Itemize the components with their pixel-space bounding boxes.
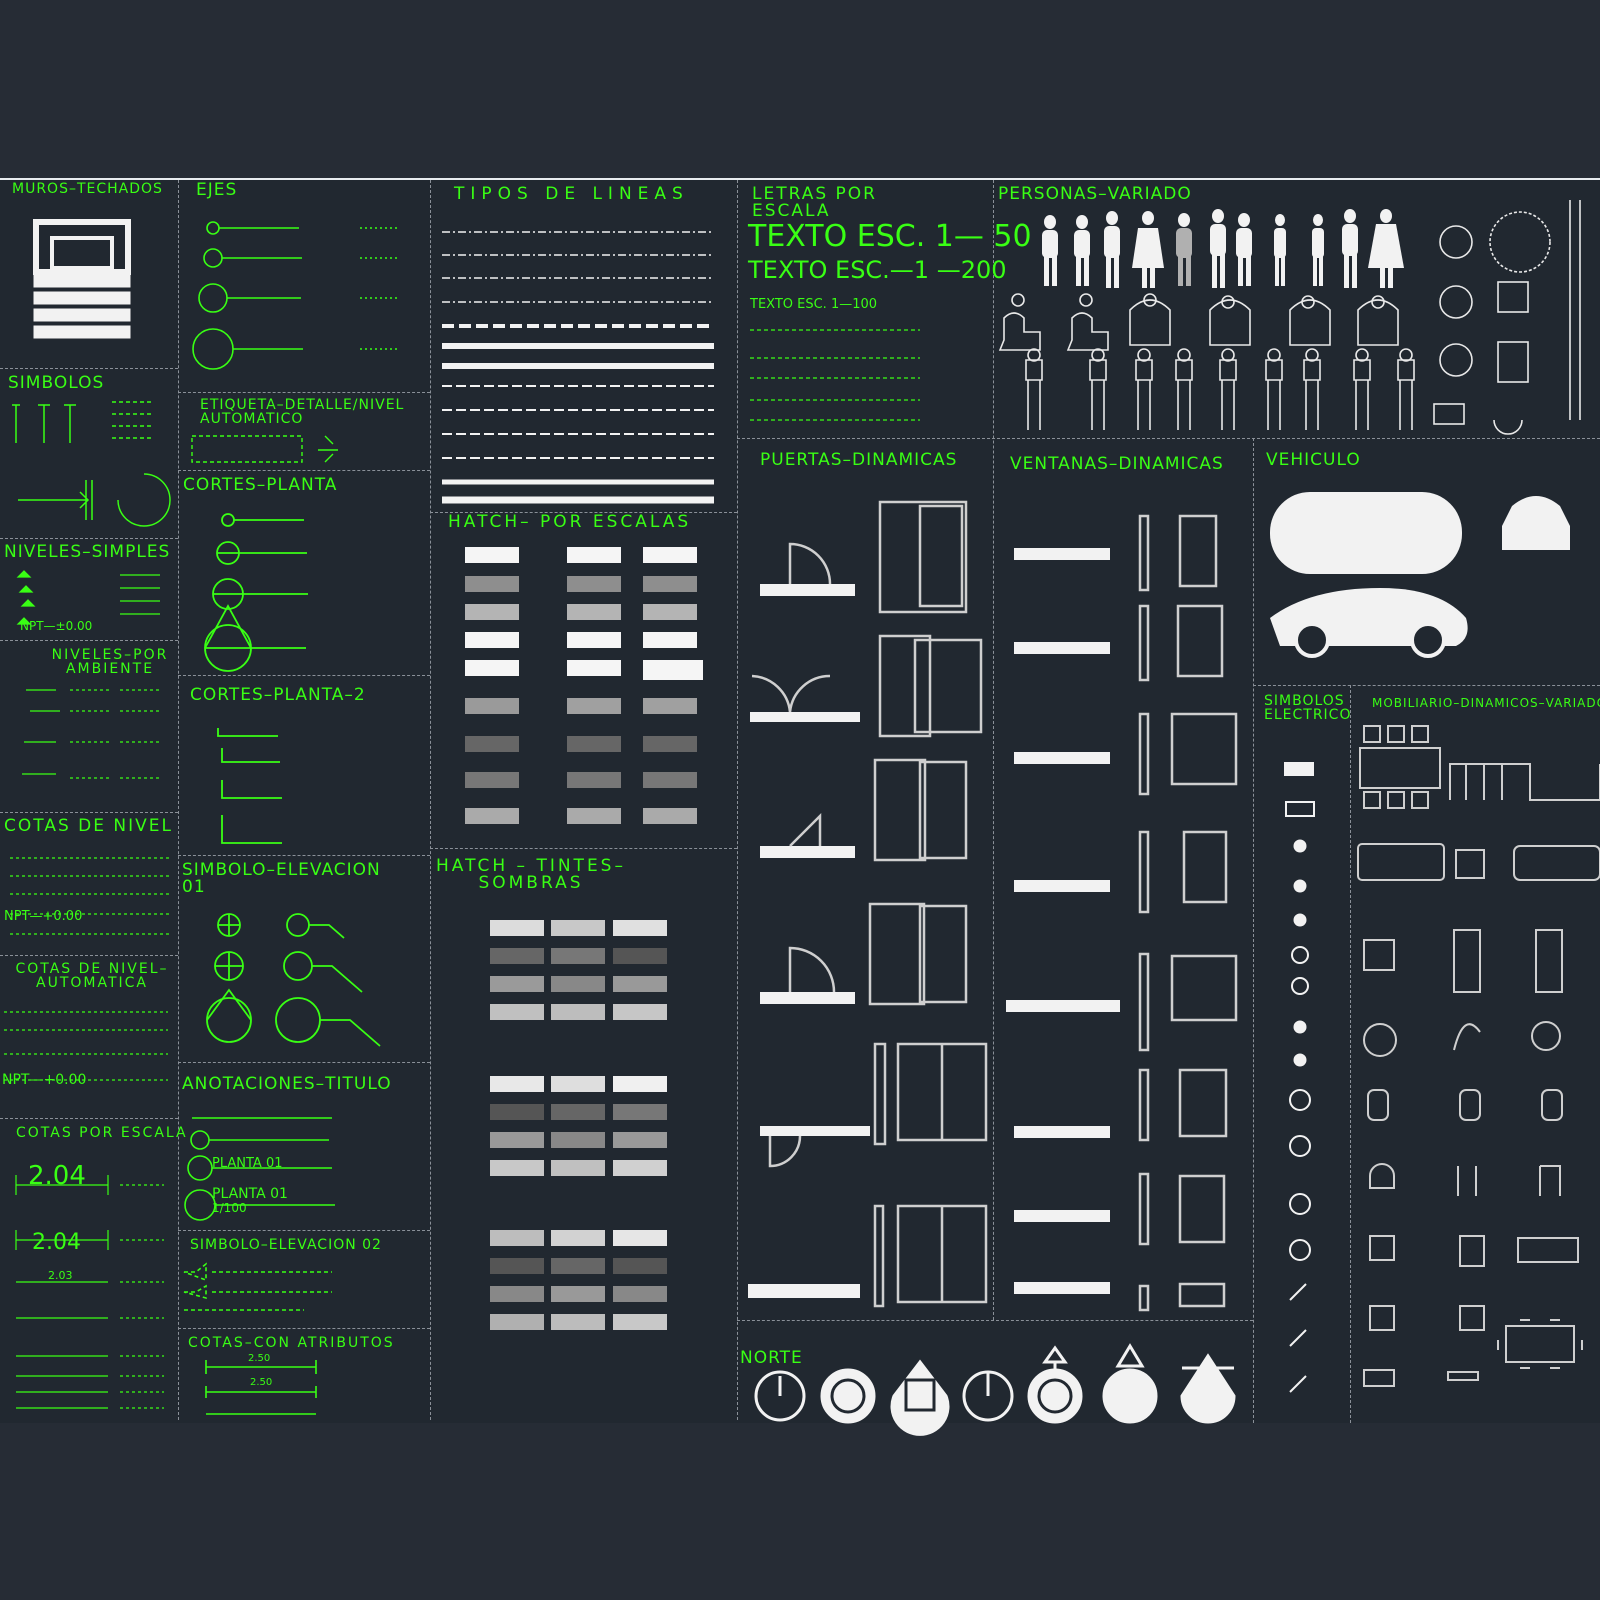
divider-h — [178, 855, 430, 856]
hatch-escalas-block — [465, 547, 703, 824]
divider-col-1 — [178, 180, 179, 1420]
hatch-tintes-block — [490, 920, 667, 1330]
divider-h — [430, 512, 737, 513]
ventanas-block — [1006, 514, 1238, 1312]
standing-outline-people — [1025, 200, 1581, 435]
anotacion-planta-1: PLANTA 01 — [212, 1156, 283, 1171]
divider-h — [0, 955, 178, 956]
puertas-block — [748, 500, 988, 1308]
cota-atributo-2: 2.50 — [250, 1377, 273, 1388]
vehiculo-block — [1270, 492, 1570, 658]
divider-h — [178, 1328, 430, 1329]
divider-h — [178, 675, 430, 676]
sheet-border-line — [0, 178, 1600, 180]
cotas-nivel-block — [4, 857, 170, 1409]
cota-value-2: 2.04 — [32, 1230, 81, 1255]
section-title-puertas: PUERTAS–DINAMICAS — [760, 450, 958, 470]
tipos-lineas-block — [442, 231, 714, 504]
nivel-npt-2: NPT—+0.00 — [4, 909, 83, 924]
etiqueta-block — [191, 435, 338, 463]
anotaciones-block — [183, 1117, 335, 1415]
section-title-letras: LETRAS POR ESCALA — [752, 184, 877, 221]
texto-esc-100: TEXTO ESC. 1—100 — [750, 297, 878, 312]
section-title-hatch-tintes: HATCH – TINTES–SOMBRAS — [436, 856, 626, 893]
divider-h — [0, 1118, 178, 1119]
personas-block — [998, 200, 1581, 435]
divider-h — [1253, 685, 1600, 686]
divider-h — [0, 812, 178, 813]
electrico-block — [1284, 762, 1315, 1393]
divider-h — [737, 1320, 1253, 1321]
cota-atributo-1: 2.50 — [248, 1353, 271, 1364]
divider-h — [0, 538, 178, 539]
divider-h — [178, 1230, 430, 1231]
section-title-simbolos-electrico: SIMBOLOS ELECTRICO — [1264, 693, 1352, 723]
cortes-planta-block — [204, 513, 308, 844]
divider-col-4 — [993, 180, 994, 1320]
section-title-ejes: EJES — [196, 180, 238, 200]
section-title-tipos-lineas: TIPOS DE LINEAS — [454, 184, 689, 204]
section-title-niveles-simples: NIVELES–SIMPLES — [4, 542, 171, 562]
mobiliario-block — [1357, 725, 1600, 1387]
section-title-cotas-nivel-auto: COTAS DE NIVEL–AUTOMATICA — [15, 961, 169, 991]
letras-lines — [750, 329, 920, 421]
elevacion-block — [206, 913, 381, 1047]
section-title-simbolos: SIMBOLOS — [8, 373, 105, 393]
divider-col-2 — [430, 180, 431, 1420]
niveles-block — [16, 570, 160, 779]
section-title-norte: NORTE — [740, 1348, 803, 1368]
divider-col-5 — [1253, 438, 1254, 1423]
divider-h — [0, 640, 178, 641]
nivel-npt-3: NPT—+0.00 — [2, 1072, 87, 1088]
cota-value-3: 2.03 — [48, 1269, 73, 1282]
section-title-niveles-ambiente: NIVELES–POR AMBIENTE — [51, 647, 169, 677]
divider-h — [178, 470, 430, 471]
divider-col-6 — [1350, 685, 1351, 1423]
simbolos-block — [12, 401, 171, 527]
section-title-mobiliario: MOBILIARIO–DINAMICOS–VARIADO — [1372, 696, 1600, 710]
divider-h — [178, 392, 430, 393]
texto-esc-200: TEXTO ESC.—1 —200 — [748, 256, 1007, 284]
section-title-cortes-planta: CORTES–PLANTA — [183, 475, 338, 495]
section-title-cortes-planta-2: CORTES–PLANTA–2 — [190, 685, 366, 705]
section-title-ventanas: VENTANAS–DINAMICAS — [1010, 454, 1224, 474]
section-title-anotaciones: ANOTACIONES–TITULO — [182, 1074, 392, 1094]
seated-people — [998, 293, 1399, 351]
section-title-personas: PERSONAS–VARIADO — [998, 184, 1192, 204]
divider-h — [737, 438, 1600, 439]
muros-block — [33, 219, 131, 339]
nivel-npt-1: NPT—±0.00 — [20, 619, 93, 633]
section-title-etiqueta: ETIQUETA–DETALLE/NIVEL AUTOMATICO — [200, 397, 405, 427]
texto-esc-50: TEXTO ESC. 1— 50 — [748, 219, 1032, 254]
anotacion-planta-2: PLANTA 01 — [212, 1186, 288, 1202]
cad-drawing-sheet[interactable] — [0, 178, 1600, 1423]
divider-h — [0, 368, 178, 369]
section-title-vehiculo: VEHICULO — [1266, 450, 1361, 470]
section-title-simbolo-elevacion: SIMBOLO–ELEVACION 01 — [182, 860, 381, 897]
section-title-cotas-atributos: COTAS–CON ATRIBUTOS — [188, 1335, 395, 1351]
section-title-hatch-escalas: HATCH– POR ESCALAS — [448, 512, 692, 532]
section-title-simbolo-elevacion-02: SIMBOLO–ELEVACION 02 — [190, 1237, 382, 1253]
divider-col-3 — [737, 180, 738, 1420]
divider-h — [178, 1062, 430, 1063]
section-title-muros: MUROS–TECHADOS — [12, 181, 163, 197]
divider-h — [430, 848, 737, 849]
section-title-cotas-nivel: COTAS DE NIVEL — [4, 816, 173, 836]
ejes-block — [192, 221, 400, 370]
section-title-cotas-escala: COTAS POR ESCALA — [16, 1125, 188, 1141]
norte-block — [754, 1343, 1236, 1436]
person-figure — [1042, 209, 1404, 288]
